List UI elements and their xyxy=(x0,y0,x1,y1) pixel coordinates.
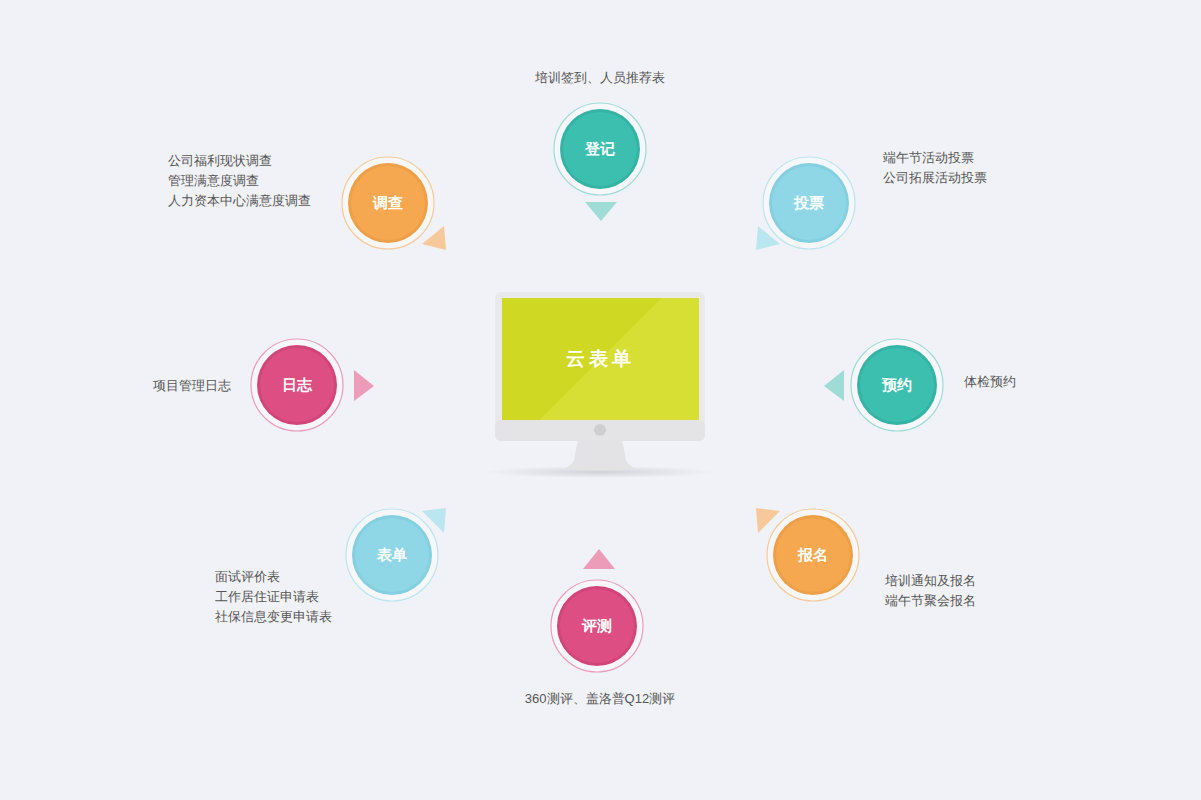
pointer-triangles xyxy=(354,202,844,569)
outer-ring xyxy=(346,509,438,601)
outer-ring xyxy=(342,157,434,249)
inner-edge xyxy=(857,345,937,425)
inner-edge xyxy=(257,345,337,425)
circle-label: 登记 xyxy=(585,140,615,159)
category-circle: 报名 xyxy=(766,508,860,602)
inner-edge xyxy=(769,163,849,243)
category-circle: 调查 xyxy=(341,156,435,250)
pointer-triangle xyxy=(824,370,844,401)
outer-ring xyxy=(767,509,859,601)
outer-ring xyxy=(251,339,343,431)
pointer-triangle xyxy=(354,370,374,401)
description-text: 社保信息变更申请表 xyxy=(215,609,332,625)
screen-title: 云表单 xyxy=(566,346,635,372)
inner-edge xyxy=(348,163,428,243)
outer-ring xyxy=(851,339,943,431)
description-text: 360测评、盖洛普Q12测评 xyxy=(525,691,675,707)
category-circle: 预约 xyxy=(850,338,944,432)
inner-fill xyxy=(355,518,429,592)
description-text: 培训通知及报名 xyxy=(885,573,976,589)
inner-fill xyxy=(563,112,637,186)
circle-label: 调查 xyxy=(373,194,403,213)
category-circle: 评测 xyxy=(550,579,644,673)
pointer-triangle xyxy=(585,202,617,221)
pointer-triangle xyxy=(583,549,615,569)
inner-edge xyxy=(773,515,853,595)
outer-ring xyxy=(763,157,855,249)
circle-label: 日志 xyxy=(282,376,312,395)
circle-label: 预约 xyxy=(882,376,912,395)
inner-edge xyxy=(557,586,637,666)
circle-label: 表单 xyxy=(377,546,407,565)
monitor-button xyxy=(594,424,606,436)
description-text: 人力资本中心满意度调查 xyxy=(168,193,311,209)
outer-ring xyxy=(551,580,643,672)
inner-fill xyxy=(772,166,846,240)
description-text: 管理满意度调查 xyxy=(168,173,259,189)
category-circle: 投票 xyxy=(762,156,856,250)
description-text: 面试评价表 xyxy=(215,569,280,585)
inner-fill xyxy=(260,348,334,422)
inner-edge xyxy=(352,515,432,595)
description-text: 体检预约 xyxy=(964,374,1016,390)
inner-fill xyxy=(776,518,850,592)
inner-fill xyxy=(351,166,425,240)
category-circle: 表单 xyxy=(345,508,439,602)
description-text: 端午节活动投票 xyxy=(883,150,974,166)
monitor-bezel xyxy=(495,292,705,441)
monitor-illustration xyxy=(485,292,715,478)
monitor-chin xyxy=(495,420,705,441)
inner-edge xyxy=(560,109,640,189)
description-text: 端午节聚会报名 xyxy=(885,593,976,609)
inner-fill xyxy=(560,589,634,663)
monitor-screen: 云表单 xyxy=(502,298,699,420)
description-text: 公司拓展活动投票 xyxy=(883,170,987,186)
category-circle: 日志 xyxy=(250,338,344,432)
inner-fill xyxy=(860,348,934,422)
description-text: 项目管理日志 xyxy=(153,378,231,394)
circle-label: 报名 xyxy=(798,546,828,565)
outer-ring xyxy=(554,103,646,195)
category-circle: 登记 xyxy=(553,102,647,196)
description-text: 工作居住证申请表 xyxy=(215,589,319,605)
circle-label: 投票 xyxy=(794,194,824,213)
circle-label: 评测 xyxy=(582,617,612,636)
description-text: 公司福利现状调查 xyxy=(168,153,272,169)
monitor-stand xyxy=(560,440,640,470)
description-text: 培训签到、人员推荐表 xyxy=(535,70,665,86)
